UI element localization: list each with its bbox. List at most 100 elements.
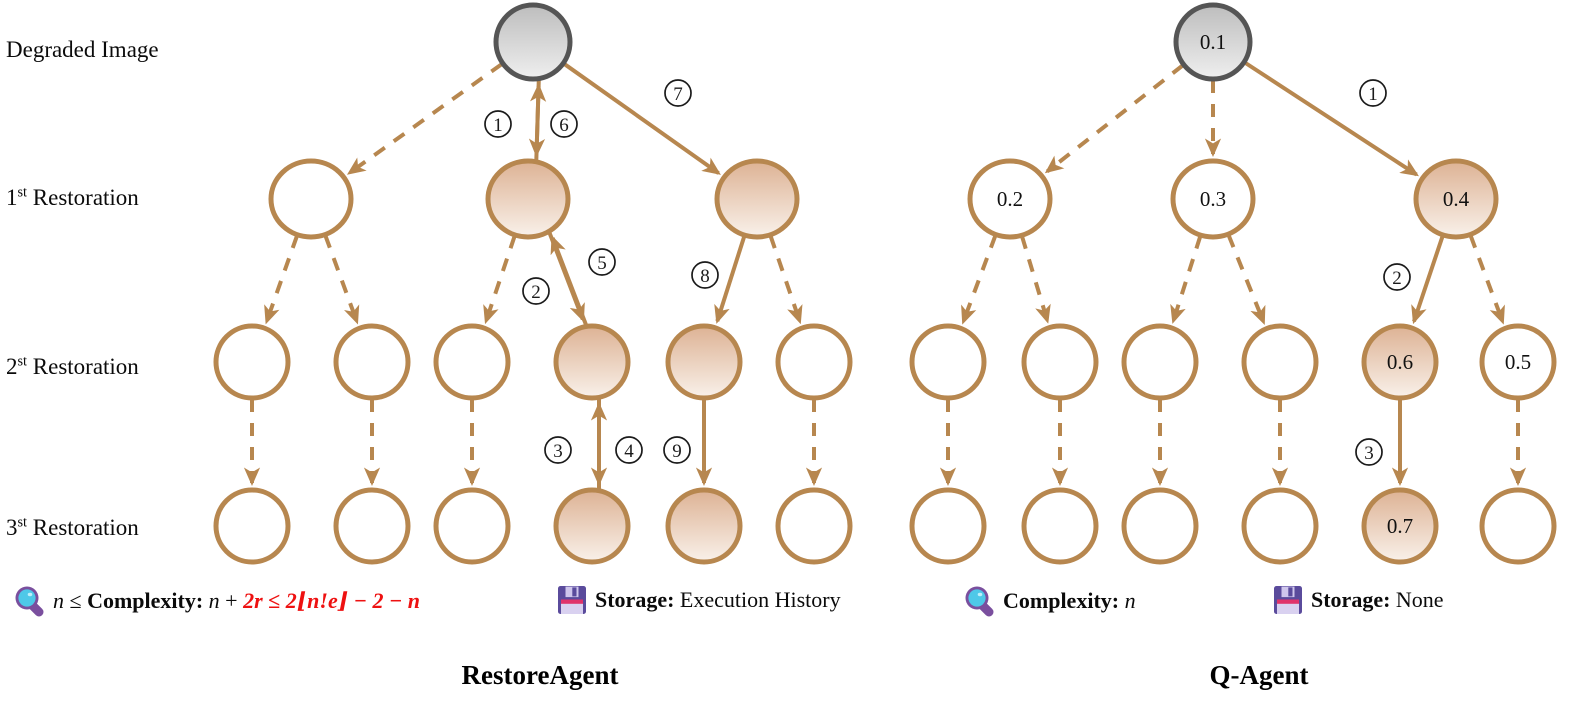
- tree-edge-dashed: [323, 234, 360, 325]
- row-label-text: Restoration: [27, 185, 139, 210]
- tree-node-empty[interactable]: 0.5: [1479, 323, 1557, 401]
- tree-node-empty[interactable]: [213, 487, 291, 565]
- tree-node-empty[interactable]: [333, 487, 411, 565]
- tree-node-visited[interactable]: [665, 487, 743, 565]
- legend-key: Storage:: [595, 587, 675, 612]
- svg-text:6: 6: [559, 115, 569, 136]
- tree-node-empty[interactable]: [909, 323, 987, 401]
- svg-text:4: 4: [624, 441, 634, 462]
- step-number-badge: 3: [1355, 438, 1383, 466]
- tree-node-empty[interactable]: [1241, 487, 1319, 565]
- legend-value: ≤: [64, 588, 88, 613]
- svg-text:7: 7: [673, 84, 683, 105]
- tree-node-empty[interactable]: [1121, 323, 1199, 401]
- step-number-badge: 6: [550, 110, 578, 138]
- step-number-badge: 2: [522, 277, 550, 305]
- tree-edge-dashed: [961, 234, 998, 325]
- legend-value: None: [1390, 587, 1444, 612]
- svg-text:1: 1: [1368, 84, 1378, 105]
- tree-root-node[interactable]: [493, 2, 573, 82]
- node-value-text: 0.1: [1200, 30, 1226, 54]
- row-label-number: 1: [6, 185, 18, 210]
- node-value-text: 0.3: [1200, 187, 1226, 211]
- legend-value: +: [219, 588, 244, 613]
- row-label-number: 2: [6, 354, 18, 379]
- legend-text: Storage: None: [1311, 587, 1444, 613]
- step-number-badge: 1: [484, 110, 512, 138]
- tree-edge-dashed: [768, 235, 803, 325]
- tree-edge-solid: [714, 235, 747, 324]
- tree-node-empty[interactable]: [1241, 323, 1319, 401]
- legend-math-red: 2r: [243, 588, 263, 613]
- tree-edge-solid: [550, 235, 588, 326]
- tree-root-node[interactable]: 0.1: [1173, 2, 1253, 82]
- legend-text: Storage: Execution History: [595, 587, 841, 613]
- svg-text:3: 3: [553, 441, 563, 462]
- legend-math: n: [1119, 588, 1136, 613]
- tree-edge-solid: [1411, 235, 1445, 325]
- tree-node-empty[interactable]: [909, 487, 987, 565]
- tree-edge-dashed: [1044, 63, 1185, 174]
- tree-edge-dashed: [1468, 234, 1505, 325]
- tree-node-visited[interactable]: [665, 323, 743, 401]
- row-label-ordinal-suffix: st: [17, 514, 28, 531]
- tree-node-visited[interactable]: [553, 487, 631, 565]
- magnifier-icon: [15, 586, 44, 617]
- node-value-text: 0.6: [1387, 350, 1413, 374]
- svg-text:8: 8: [700, 266, 710, 287]
- tree-node-empty[interactable]: [1479, 487, 1557, 565]
- row-label-degraded-image: Degraded Image: [6, 38, 159, 61]
- tree-node-empty[interactable]: [775, 323, 853, 401]
- node-value-text: 0.2: [997, 187, 1023, 211]
- legend-restoreagent-complexity: n ≤ Complexity: n + 2r ≤ 2⌊n!e⌋ − 2 − n: [12, 584, 420, 618]
- tree-node-empty[interactable]: [433, 323, 511, 401]
- row-label-ordinal-suffix: st: [17, 184, 28, 201]
- legend-key: Complexity:: [87, 588, 204, 613]
- legend-text: n ≤ Complexity: n + 2r ≤ 2⌊n!e⌋ − 2 − n: [53, 588, 420, 614]
- svg-text:2: 2: [531, 282, 541, 303]
- row-label-text: Restoration: [27, 354, 139, 379]
- tree-node-visited[interactable]: [714, 158, 800, 240]
- svg-text:3: 3: [1364, 443, 1374, 464]
- tree-node-empty[interactable]: [213, 323, 291, 401]
- tree-edge-dashed: [1226, 234, 1266, 325]
- magnifier-icon: [965, 586, 994, 617]
- svg-text:2: 2: [1392, 268, 1402, 289]
- tree-edge-solid: [530, 83, 547, 161]
- tree-node-empty[interactable]: [1021, 323, 1099, 401]
- tree-node-empty[interactable]: [775, 487, 853, 565]
- agent-caption-qagent: Q-Agent: [1209, 660, 1309, 690]
- step-number-badge: 5: [588, 248, 616, 276]
- tree-node-empty[interactable]: 0.3: [1170, 158, 1256, 240]
- tree-node-empty[interactable]: [268, 158, 354, 240]
- tree-node-visited[interactable]: [485, 158, 571, 240]
- row-label-ordinal-suffix: st: [17, 353, 28, 370]
- legend-math-red: 2⌊n!e⌋ − 2 − n: [285, 588, 421, 613]
- tree-edge-solid: [562, 62, 721, 175]
- step-number-badge: 9: [663, 436, 691, 464]
- tree-node-visited[interactable]: 0.7: [1361, 487, 1439, 565]
- floppy-disk-icon: [558, 586, 586, 614]
- tree-node-visited[interactable]: 0.4: [1413, 158, 1499, 240]
- tree-edge-solid: [1243, 60, 1419, 177]
- svg-text:5: 5: [597, 253, 607, 274]
- tree-node-empty[interactable]: [333, 323, 411, 401]
- tree-node-empty[interactable]: [1021, 487, 1099, 565]
- row-label-text: Degraded Image: [6, 37, 159, 62]
- step-number-badge: 2: [1383, 263, 1411, 291]
- svg-text:9: 9: [672, 441, 682, 462]
- legend-math: n: [203, 588, 220, 613]
- tree-node-visited[interactable]: [553, 323, 631, 401]
- tree-node-visited[interactable]: 0.6: [1361, 323, 1439, 401]
- step-number-badge: 3: [544, 436, 572, 464]
- tree-edge-dashed: [1020, 235, 1051, 324]
- tree-node-empty[interactable]: [1121, 487, 1199, 565]
- legend-text: Complexity: n: [1003, 588, 1136, 614]
- step-number-badge: 8: [691, 261, 719, 289]
- row-label-number: 3: [6, 515, 18, 540]
- tree-edge-dashed: [346, 62, 504, 175]
- tree-node-empty[interactable]: 0.2: [967, 158, 1053, 240]
- tree-node-empty[interactable]: [433, 487, 511, 565]
- row-label-text: Restoration: [27, 515, 139, 540]
